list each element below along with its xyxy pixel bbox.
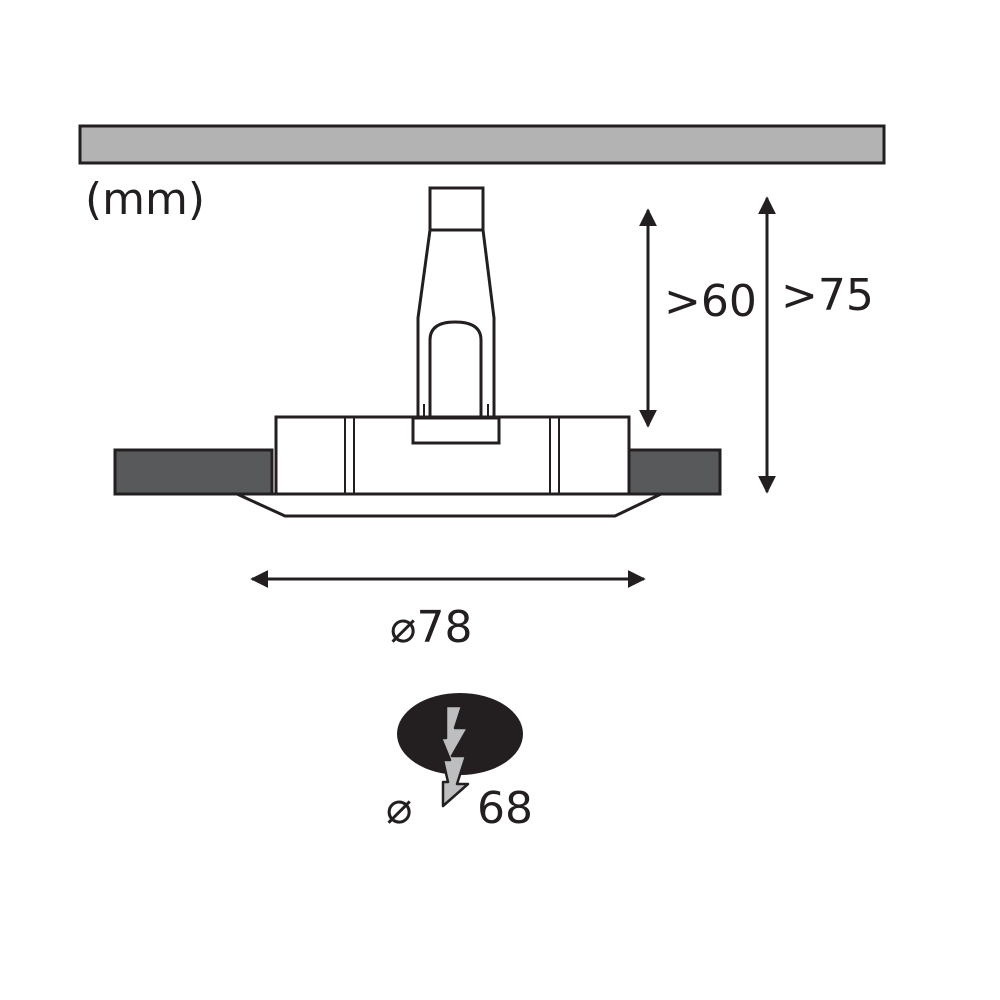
outer-diameter-label: ⌀78 [390, 602, 472, 653]
depth-total-label: >75 [781, 270, 874, 321]
cutout-diameter-value: 68 [477, 783, 533, 834]
units-label: (mm) [85, 174, 205, 225]
spring-clip [416, 186, 496, 420]
drill-hole-with-lightning-icon [397, 693, 523, 808]
ceiling-section-left [113, 448, 274, 496]
ceiling-section-right [626, 448, 722, 496]
cutout-diameter-symbol: ⌀ [386, 783, 413, 834]
ceiling-plate [78, 124, 886, 165]
depth-min-label: >60 [664, 276, 757, 327]
housing-body [236, 415, 662, 518]
